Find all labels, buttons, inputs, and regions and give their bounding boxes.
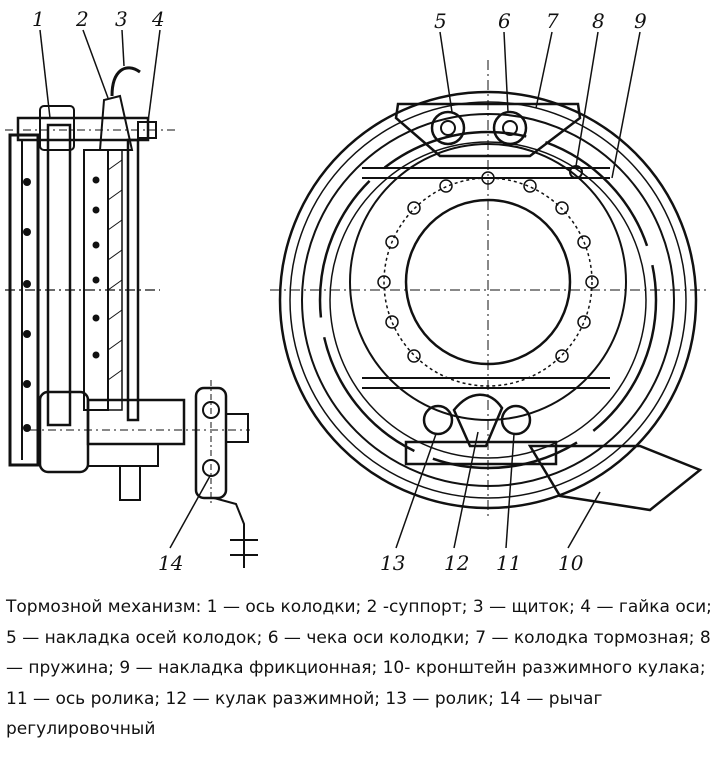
shoe-axle-plate [394, 102, 582, 158]
label-3: 3 [115, 7, 128, 31]
leaders-left [39, 29, 211, 549]
roller-13 [422, 404, 454, 436]
front-view [270, 31, 710, 549]
label-9: 9 [634, 9, 647, 33]
label-5: 5 [434, 9, 447, 33]
backing-plate [8, 133, 40, 467]
lining-hatch [107, 159, 123, 381]
side-view [5, 29, 258, 568]
shield-3 [110, 66, 141, 97]
label-8: 8 [592, 9, 605, 33]
figure-caption: Тормозной механизм: 1 — ось колодки; 2 -… [6, 597, 712, 739]
label-10: 10 [558, 551, 584, 575]
label-1: 1 [32, 7, 45, 31]
top-axle [16, 116, 150, 142]
label-4: 4 [151, 7, 165, 31]
expander-cam [452, 393, 504, 448]
cam-bracket-plate [404, 440, 558, 466]
shoe-axle-1 [46, 123, 72, 427]
spring-bottom [362, 377, 610, 389]
leaders-right [395, 31, 641, 549]
label-2: 2 [75, 7, 89, 31]
roller-axle-11 [500, 404, 532, 436]
support-2 [98, 94, 134, 151]
spring-top [362, 167, 610, 179]
label-7: 7 [546, 9, 559, 33]
label-11: 11 [496, 551, 521, 575]
cam-bracket [527, 444, 703, 512]
label-6: 6 [498, 9, 511, 33]
rivets-left [23, 178, 31, 432]
drum-wall [126, 138, 140, 422]
brake-mechanism-drawing: 1 2 3 4 5 6 7 8 9 10 11 12 13 14 [5, 7, 710, 575]
label-13: 13 [380, 551, 405, 575]
label-14: 14 [158, 551, 183, 575]
label-12: 12 [444, 551, 469, 575]
